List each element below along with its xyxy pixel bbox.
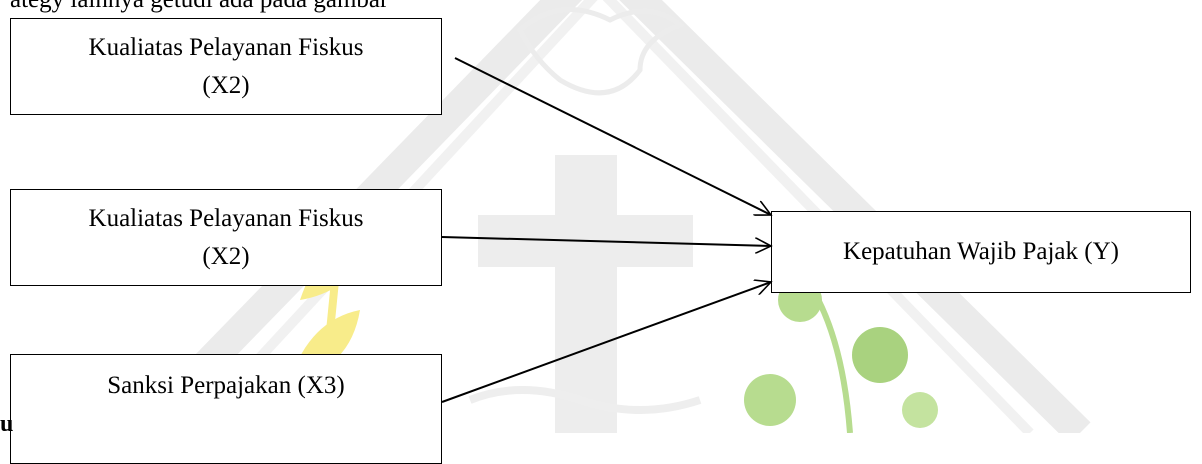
top-text-fragment: ategy lainnya getudi ada pada gambar [10, 0, 388, 14]
box-x2-mid-line2: (X2) [202, 242, 250, 270]
watermark-flower-2 [852, 327, 908, 383]
bottom-text-fragment: u [0, 411, 14, 437]
box-x2-top-line1: Kualiatas Pelayanan Fiskus [88, 33, 364, 61]
variable-box-y: Kepatuhan Wajib Pajak (Y) [771, 211, 1191, 293]
watermark-waves [468, 386, 702, 414]
box-x2-mid-line1: Kualiatas Pelayanan Fiskus [88, 204, 364, 232]
box-y-label: Kepatuhan Wajib Pajak (Y) [843, 238, 1119, 265]
variable-box-x3: Sanksi Perpajakan (X3) [10, 354, 442, 464]
box-x2-top-line2: (X2) [202, 71, 250, 99]
arrow-x2-top-to-y [454, 57, 771, 216]
arrow-x3-to-y [441, 282, 771, 403]
variable-box-x2-top: Kualiatas Pelayanan Fiskus (X2) [10, 18, 442, 115]
watermark-flower-3 [744, 374, 796, 426]
variable-box-x2-middle: Kualiatas Pelayanan Fiskus (X2) [10, 189, 442, 286]
watermark-cross-vertical [555, 155, 617, 433]
box-x3-label: Sanksi Perpajakan (X3) [107, 372, 345, 399]
watermark-cross-horizontal [478, 215, 693, 267]
watermark-dove [516, 7, 685, 96]
watermark-flower-4 [902, 392, 938, 428]
arrow-x2-mid-to-y [441, 236, 771, 246]
